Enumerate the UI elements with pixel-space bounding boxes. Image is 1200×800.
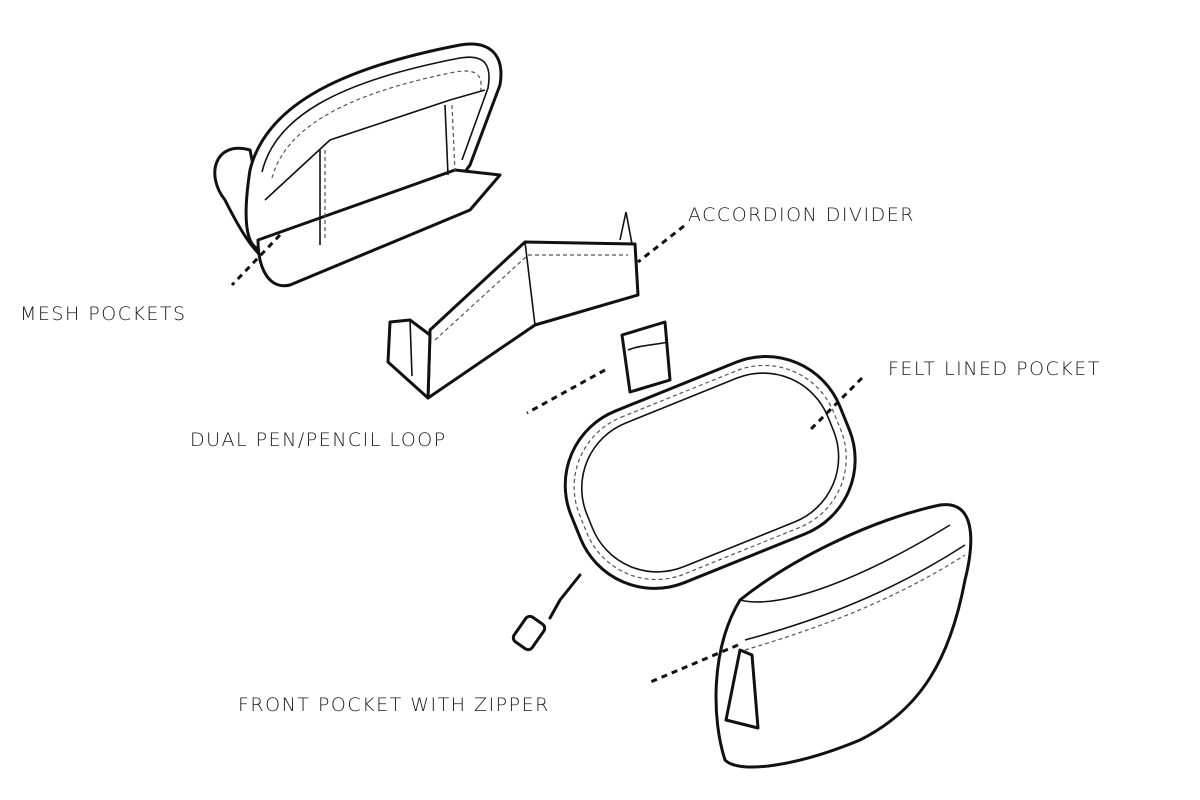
- leader-front-pocket: [647, 643, 739, 685]
- label-felt-lined-pocket: FELT LINED POCKET: [888, 358, 1101, 380]
- label-dual-pen-pencil-loop: DUAL PEN/PENCIL LOOP: [190, 429, 447, 451]
- leader-felt-lined-pocket: [806, 376, 864, 434]
- leader-mesh-pockets: [230, 233, 282, 287]
- leader-accordion-divider: [637, 224, 685, 264]
- front-pocket-illustration: [714, 503, 973, 769]
- label-mesh-pockets: MESH POCKETS: [20, 303, 187, 325]
- label-accordion-divider: ACCORDION DIVIDER: [688, 204, 915, 226]
- label-front-pocket-with-zipper: FRONT POCKET WITH ZIPPER: [238, 694, 550, 716]
- mesh-pocket-bag-illustration: [213, 42, 503, 288]
- felt-lined-pocket-illustration: [511, 355, 857, 652]
- accordion-divider-illustration: [386, 211, 640, 400]
- pen-loop-illustration: [620, 320, 672, 394]
- leader-pen-loop: [526, 368, 606, 415]
